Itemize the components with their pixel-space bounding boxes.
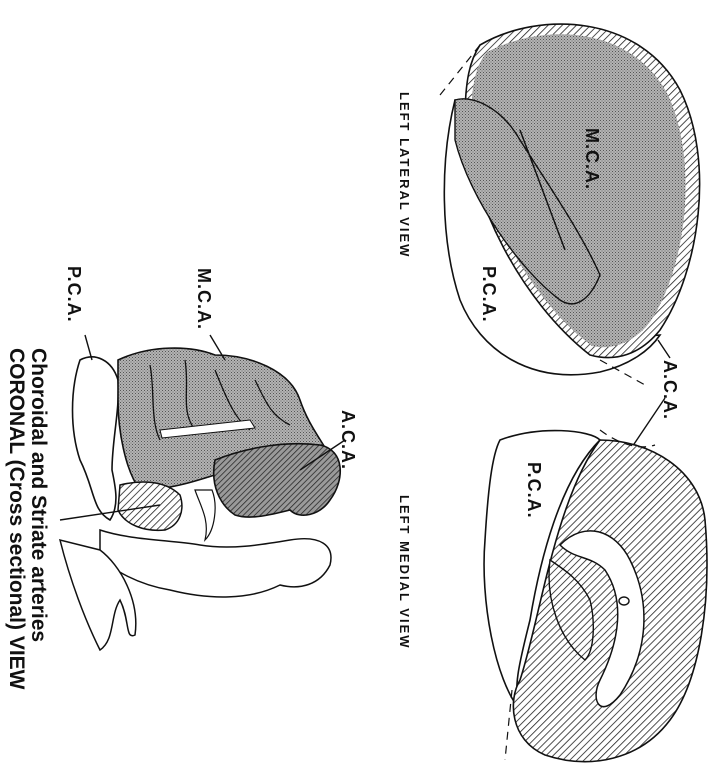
coronal-caption-line2: CORONAL (Cross sectional) VIEW bbox=[5, 348, 28, 690]
coronal-pca-label: P.C.A. bbox=[64, 266, 84, 323]
lateral-mca-label: M.C.A. bbox=[582, 128, 602, 190]
coronal-pca-territory bbox=[73, 357, 119, 520]
coronal-brainstem bbox=[100, 530, 331, 597]
lateral-pca-label: P.C.A. bbox=[479, 266, 499, 323]
coronal-aca-territory bbox=[214, 444, 341, 517]
coronal-aca-label: A.C.A. bbox=[338, 410, 358, 470]
aca-label-shared: A.C.A. bbox=[660, 360, 680, 420]
coronal-view: M.C.A. P.C.A. A.C.A. Choroidal and Stria… bbox=[5, 266, 358, 690]
medial-view: P.C.A. LEFT MEDIAL VIEW bbox=[397, 430, 707, 762]
coronal-caption-line1: Choroidal and Striate arteries bbox=[27, 348, 50, 642]
lateral-view-title: LEFT LATERAL VIEW bbox=[397, 92, 412, 258]
medial-pca-label: P.C.A. bbox=[524, 462, 544, 519]
lateral-view: M.C.A. P.C.A. LEFT LATERAL VIEW bbox=[397, 24, 700, 385]
coronal-ventricle bbox=[195, 490, 215, 540]
coronal-pca-leader bbox=[85, 335, 92, 360]
medial-view-title: LEFT MEDIAL VIEW bbox=[397, 495, 412, 650]
coronal-mca-label: M.C.A. bbox=[194, 268, 214, 330]
